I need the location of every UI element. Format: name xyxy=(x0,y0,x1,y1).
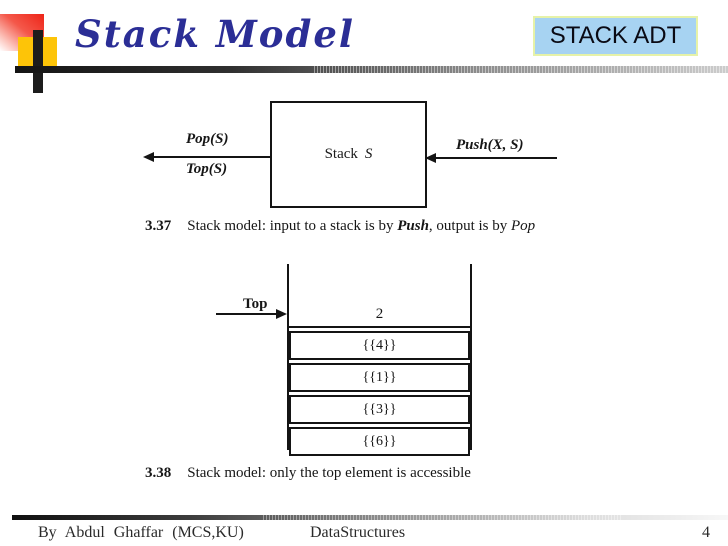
header-divider-bar xyxy=(15,66,728,73)
caption-3-38-number: 3.38 xyxy=(145,465,172,481)
stack-box-variable: S xyxy=(364,146,373,162)
caption-3-37-push: Push xyxy=(397,218,429,234)
top-pointer-arrow-head-icon xyxy=(276,309,287,319)
stack-cell: {{6}} xyxy=(289,427,470,456)
push-arrow-line xyxy=(427,157,557,159)
footer-divider-bar xyxy=(12,515,728,520)
pop-arrow-head-icon xyxy=(143,152,154,162)
stack-box-label: Stack xyxy=(324,146,358,162)
footer-author: By Abdul Ghaffar (MCS,KU) xyxy=(38,524,244,541)
pop-label: Pop(S) xyxy=(186,131,229,147)
stack-cell: {{3}} xyxy=(289,395,470,424)
caption-3-38: 3.38 Stack model: only the top element is… xyxy=(145,465,471,482)
top-pointer-arrow-line xyxy=(216,313,280,315)
pop-arrow-line xyxy=(151,156,270,158)
stack-top-compartment: 2 xyxy=(289,264,470,328)
stack-diagram: 2 {{4}} {{1}} {{3}} {{6}} xyxy=(287,264,472,456)
top-pointer-label: Top xyxy=(243,296,268,312)
stack-adt-badge: STACK ADT xyxy=(533,16,698,56)
stack-cell: {{1}} xyxy=(289,363,470,392)
caption-3-37-mid: , output is by xyxy=(428,218,512,234)
push-label: Push(X, S) xyxy=(456,137,524,153)
caption-3-37-pop: Pop xyxy=(511,218,536,234)
stack-cell: {{4}} xyxy=(289,331,470,360)
top-label: Top(S) xyxy=(186,161,228,177)
footer-course: DataStructures xyxy=(310,524,406,541)
footer-page-number: 4 xyxy=(702,524,710,541)
stack-box: Stack S xyxy=(270,101,427,208)
caption-3-37-text: Stack model: input to a stack is by xyxy=(187,218,398,234)
caption-3-38-text: Stack model: only the top element is acc… xyxy=(187,465,471,481)
push-arrow-head-icon xyxy=(425,153,436,163)
caption-3-37-number: 3.37 xyxy=(145,218,172,234)
slide-title: Stack Model xyxy=(75,12,355,56)
decoration-vertical-bar xyxy=(33,30,43,93)
